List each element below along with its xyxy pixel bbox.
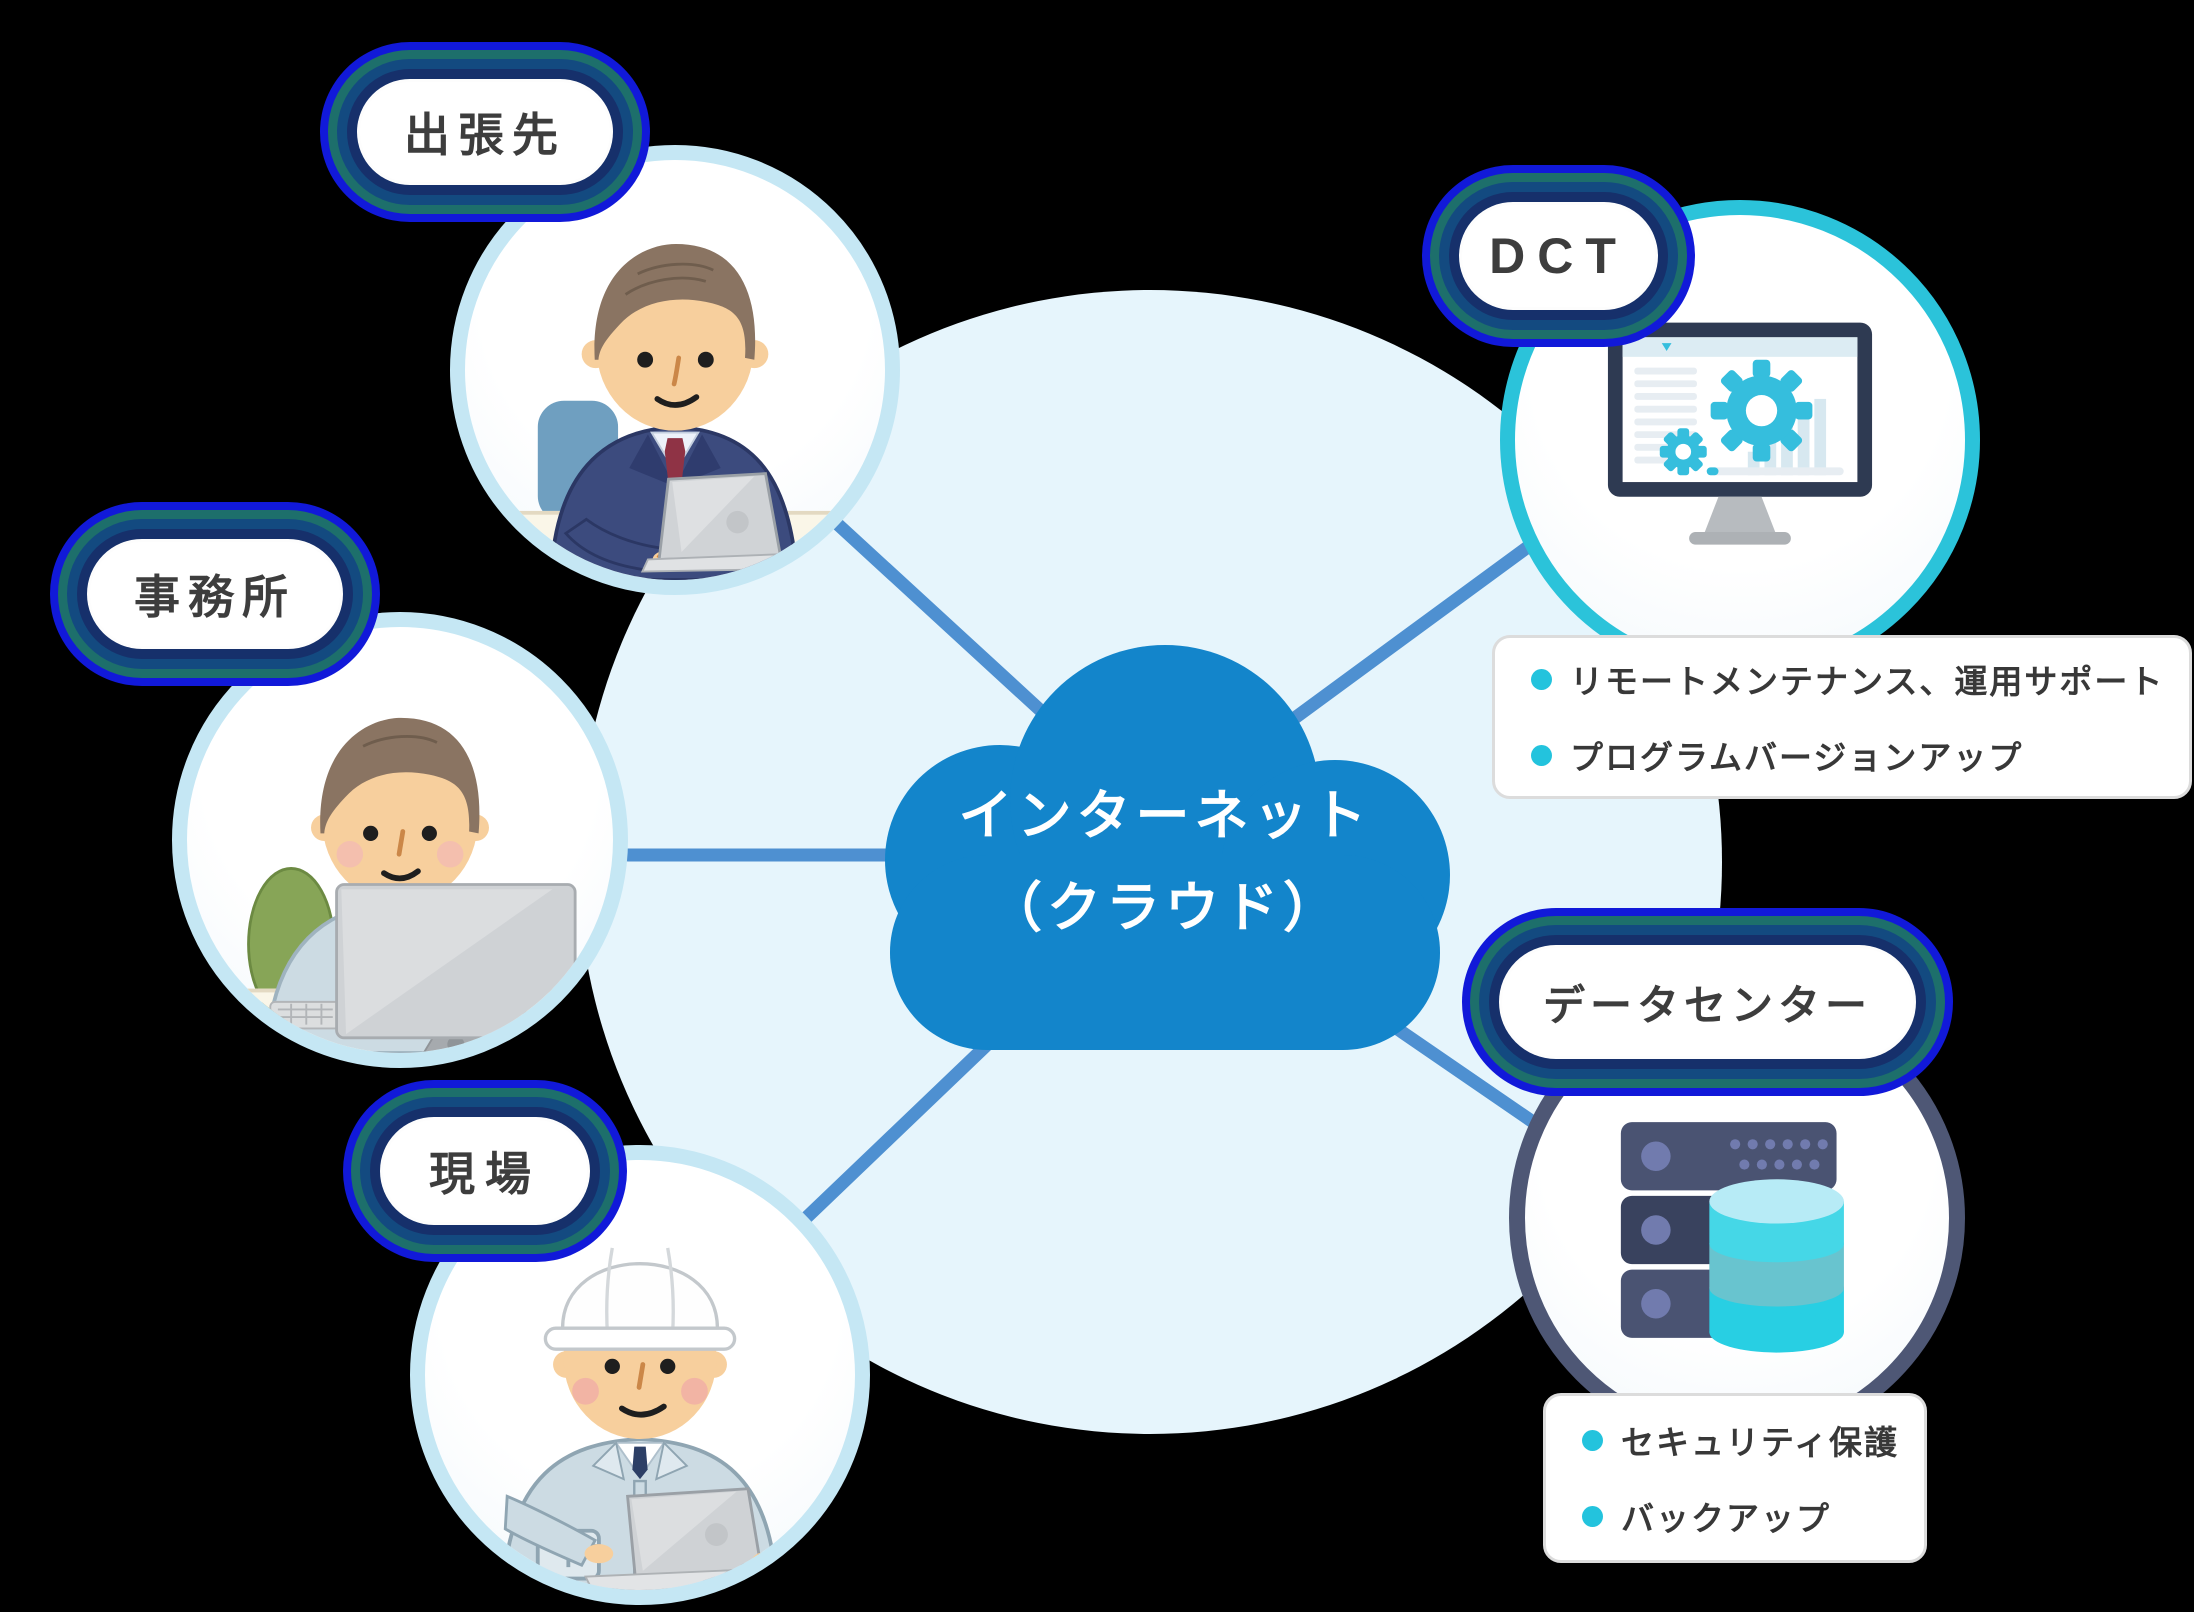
- monitor-gears-icon: [1607, 322, 1873, 545]
- businessman-laptop-icon: [465, 244, 885, 580]
- service-item-label: リモートメンテナンス、運用サポート: [1570, 663, 2165, 700]
- service-item-label: プログラムバージョンアップ: [1570, 739, 2024, 776]
- trip-label: 出張先: [404, 109, 566, 161]
- dct-label-pill: DCT: [1462, 205, 1655, 307]
- trip-node-circle: [450, 145, 900, 595]
- datacenter-label: データセンター: [1542, 981, 1872, 1029]
- dct-label: DCT: [1489, 228, 1628, 284]
- service-item: リモートメンテナンス、運用サポート: [1531, 655, 2162, 703]
- site-label: 現場: [429, 1148, 541, 1200]
- dct-services-card: リモートメンテナンス、運用サポート プログラムバージョンアップ: [1492, 635, 2192, 799]
- server-database-icon: [1620, 1122, 1844, 1353]
- site-label-pill: 現場: [383, 1120, 587, 1222]
- office-worker-desktop-icon: [187, 717, 613, 1053]
- service-item-label: バックアップ: [1621, 1500, 1831, 1537]
- service-item: バックアップ: [1582, 1492, 1894, 1540]
- trip-label-pill: 出張先: [360, 82, 610, 182]
- bullet-dot-icon: [1582, 1505, 1603, 1527]
- datacenter-services-card: セキュリティ保護 バックアップ: [1543, 1393, 1927, 1563]
- office-label: 事務所: [134, 571, 296, 623]
- service-item: セキュリティ保護: [1582, 1416, 1897, 1464]
- office-label-pill: 事務所: [90, 542, 340, 646]
- bullet-dot-icon: [1582, 1429, 1603, 1451]
- datacenter-label-pill: データセンター: [1502, 948, 1913, 1056]
- bullet-dot-icon: [1531, 668, 1552, 690]
- office-node-circle: [172, 612, 628, 1068]
- bullet-dot-icon: [1531, 744, 1552, 766]
- gear-icon: [1710, 359, 1813, 462]
- service-item-label: セキュリティ保護: [1621, 1424, 1900, 1461]
- service-item: プログラムバージョンアップ: [1531, 731, 2159, 779]
- small-gear-icon: [1659, 428, 1707, 476]
- construction-worker-laptop-icon: [501, 1247, 779, 1590]
- database-icon: [1709, 1179, 1844, 1353]
- datacenter-node-circle: [1509, 990, 1965, 1446]
